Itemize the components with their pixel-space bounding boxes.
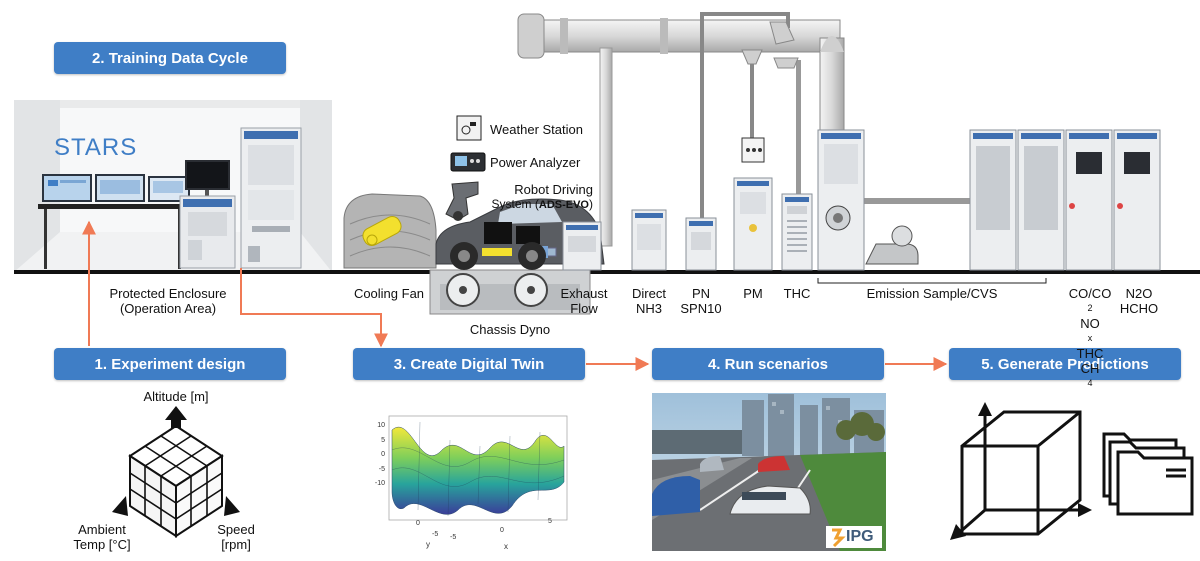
ipg-logo: IPG bbox=[846, 528, 874, 545]
speed-label: Speed [rpm] bbox=[206, 522, 266, 552]
exhaust-pipes bbox=[517, 12, 976, 253]
control-rack bbox=[179, 127, 302, 269]
speed-label-line2: [rpm] bbox=[221, 537, 251, 552]
test-vehicle bbox=[435, 198, 605, 265]
y-axis-label: y bbox=[426, 540, 430, 549]
step-generate-predictions: 5. Generate Predictions bbox=[949, 348, 1181, 380]
experiment-cube-icon bbox=[128, 424, 224, 538]
robot-label-prefix: System ( bbox=[491, 197, 539, 211]
ch4-label-text: CH bbox=[1080, 361, 1100, 376]
power-analyzer-icon bbox=[450, 152, 486, 172]
x-axis-label: x bbox=[504, 542, 508, 551]
floor-line bbox=[14, 270, 1200, 274]
z-tick: -5 bbox=[378, 465, 385, 473]
thc2-label-text: THC bbox=[1076, 346, 1104, 361]
robot-driving-icon bbox=[445, 181, 479, 221]
weather-station-label: Weather Station bbox=[490, 122, 583, 137]
direct-nh3-label: Direct NH3 bbox=[624, 286, 674, 316]
analyzer-cabinets bbox=[562, 129, 1161, 271]
scenario-scene bbox=[652, 393, 886, 551]
co-co2-label: CO/CO 2 NO x THC CH 4 bbox=[1060, 286, 1120, 391]
ch4-label-sub: 4 bbox=[1087, 378, 1093, 388]
step-run-scenarios: 4. Run scenarios bbox=[652, 348, 884, 380]
z-tick: -10 bbox=[374, 480, 385, 487]
enclosure-label-line1: Protected Enclosure bbox=[109, 286, 227, 301]
exhaust-flow-label: Exhaust Flow bbox=[556, 286, 612, 316]
y-tick: -5 bbox=[432, 531, 439, 538]
step-experiment-design: 1. Experiment design bbox=[54, 348, 286, 380]
exhaust-label-line2: Flow bbox=[570, 301, 598, 316]
direct-label-line1: Direct bbox=[632, 286, 666, 301]
direct-label-line2: NH3 bbox=[635, 301, 662, 316]
exhaust-label-line1: Exhaust bbox=[560, 286, 608, 301]
nox-label-text: NO bbox=[1080, 316, 1100, 331]
x-tick: 5 bbox=[548, 518, 552, 525]
n2o-label-line2: HCHO bbox=[1119, 301, 1159, 316]
control-room bbox=[14, 100, 332, 272]
step-create-digital-twin: 3. Create Digital Twin bbox=[353, 348, 585, 380]
co-label-text: CO/CO bbox=[1068, 286, 1112, 301]
enclosure-label: Protected Enclosure (Operation Area) bbox=[98, 286, 238, 316]
desk-monitor bbox=[42, 174, 190, 202]
pn-label-line2: SPN10 bbox=[680, 301, 722, 316]
pn-label-line1: PN bbox=[691, 286, 711, 301]
flow-arrows bbox=[82, 220, 948, 371]
power-analyzer-label: Power Analyzer bbox=[490, 155, 581, 170]
robot-label-suffix: ) bbox=[589, 197, 593, 211]
robot-label-bold: ADS-EVO bbox=[538, 199, 589, 211]
cooling-fan bbox=[343, 193, 437, 269]
prediction-axis-icon bbox=[950, 402, 1092, 540]
z-tick: 10 bbox=[377, 422, 385, 429]
z-tick: 5 bbox=[381, 436, 385, 444]
ipg-logo-icon bbox=[832, 528, 846, 548]
arrow-lab-to-twin bbox=[240, 268, 388, 348]
speed-label-line1: Speed bbox=[217, 522, 255, 537]
x-tick: -5 bbox=[450, 534, 457, 541]
nox-label-sub: x bbox=[1087, 333, 1093, 343]
stars-brand-logo: STARS bbox=[54, 134, 138, 161]
pm-label: PM bbox=[743, 286, 763, 301]
pn-label: PN SPN10 bbox=[676, 286, 726, 316]
co-label-sub: 2 bbox=[1087, 303, 1093, 313]
weather-station-icon bbox=[456, 115, 482, 141]
ambient-label-line1: Ambient bbox=[78, 522, 126, 537]
z-tick: 0 bbox=[381, 451, 385, 458]
folder-stack-icon bbox=[1102, 432, 1194, 516]
cvs-bracket bbox=[817, 278, 1047, 284]
axis-arrow-icons bbox=[112, 406, 240, 516]
chassis-dyno bbox=[429, 242, 591, 315]
n2o-label: N2O HCHO bbox=[1116, 286, 1162, 316]
altitude-label: Altitude [m] bbox=[143, 389, 209, 404]
robot-driving-label: Robot Driving System (ADS-EVO) bbox=[485, 182, 593, 213]
surface-plot bbox=[388, 415, 568, 521]
cvs-label: Emission Sample/CVS bbox=[866, 286, 998, 301]
ambient-label-line2: Temp [°C] bbox=[73, 537, 131, 552]
chassis-dyno-label: Chassis Dyno bbox=[469, 322, 551, 337]
x-tick: 0 bbox=[500, 527, 504, 534]
robot-label-line1: Robot Driving bbox=[514, 182, 593, 197]
step-training-data-cycle: 2. Training Data Cycle bbox=[54, 42, 286, 74]
cooling-fan-label: Cooling Fan bbox=[353, 286, 425, 301]
ambient-temp-label: Ambient Temp [°C] bbox=[62, 522, 142, 552]
n2o-label-line1: N2O bbox=[1125, 286, 1153, 301]
surface-z-ticks: 10 5 0 -5 -10 bbox=[371, 419, 385, 492]
enclosure-label-line2: (Operation Area) bbox=[119, 301, 217, 316]
y-tick: 0 bbox=[416, 520, 420, 527]
thc-label: THC bbox=[783, 286, 811, 301]
